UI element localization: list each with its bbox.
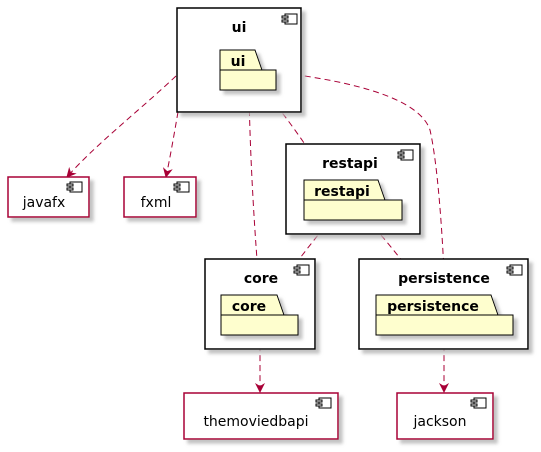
external-label: javafx <box>22 195 66 211</box>
arrow-ui-to-fxml <box>162 111 179 178</box>
package-label: core <box>232 299 266 315</box>
component-icon <box>506 264 523 276</box>
package-label: ui <box>231 54 246 70</box>
component-title: ui <box>232 20 247 36</box>
external-label: themoviedbapi <box>203 414 308 430</box>
arrow-ui-to-javafx <box>66 75 177 178</box>
component-icon <box>66 181 83 193</box>
component-core: core core <box>204 258 316 350</box>
component-icon <box>281 13 298 25</box>
component-icon <box>293 264 310 276</box>
component-persistence: persistence persistence <box>358 258 529 350</box>
package-core: core <box>220 294 299 336</box>
external-fxml: fxml <box>123 176 197 218</box>
component-icon <box>315 397 332 409</box>
component-restapi: restapi restapi <box>285 143 421 235</box>
external-themoviedbapi: themoviedbapi <box>183 392 339 440</box>
package-persistence: persistence <box>375 294 514 336</box>
component-title: restapi <box>322 156 378 172</box>
package-label: restapi <box>314 184 370 200</box>
component-icon <box>397 149 414 161</box>
arrow-ui-to-persistence <box>274 71 450 297</box>
component-icon <box>470 397 487 409</box>
package-label: persistence <box>387 299 479 315</box>
component-icon <box>173 181 190 193</box>
package-ui: ui <box>219 49 277 91</box>
component-title: core <box>244 271 278 287</box>
external-jackson: jackson <box>396 392 494 440</box>
component-title: persistence <box>398 271 490 287</box>
component-ui: ui ui <box>176 7 302 113</box>
external-javafx: javafx <box>7 176 90 218</box>
package-restapi: restapi <box>303 179 403 221</box>
external-label: jackson <box>412 414 466 430</box>
external-label: fxml <box>141 195 172 211</box>
